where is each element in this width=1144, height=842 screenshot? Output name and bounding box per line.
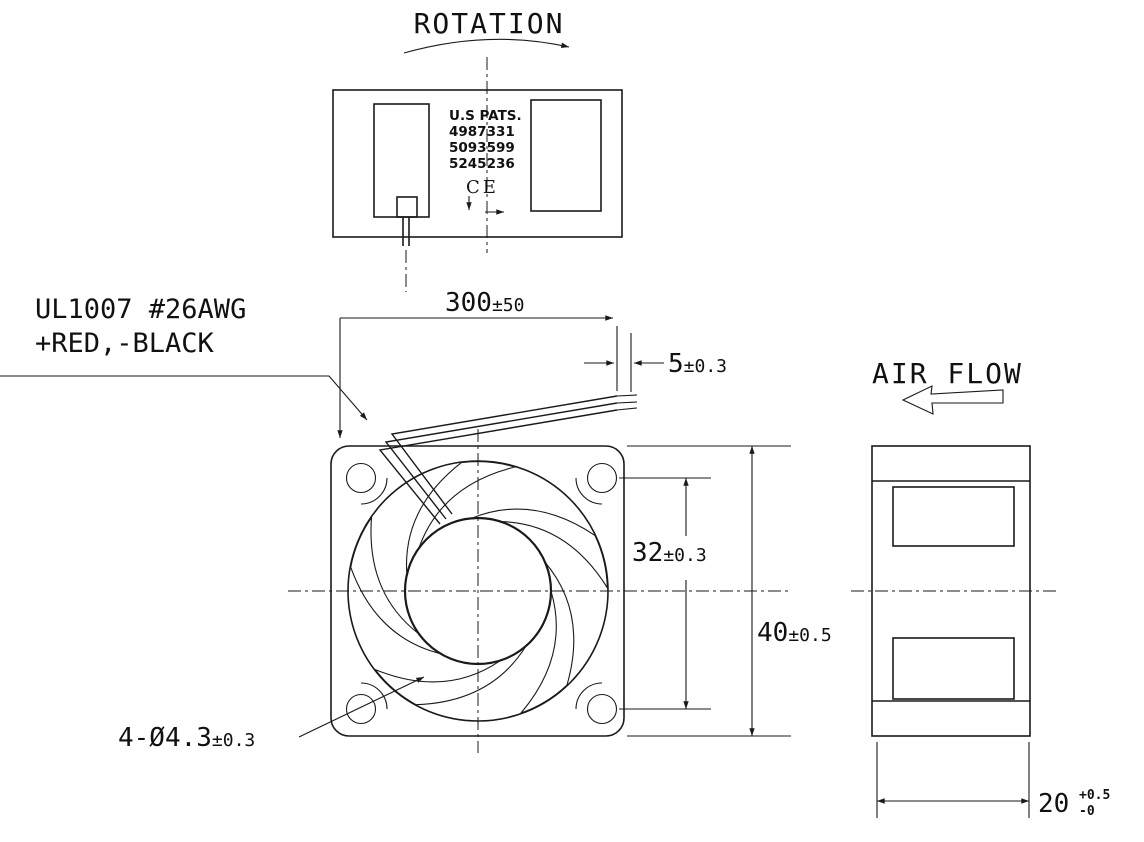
mounting-holes-leader-arrow — [298, 676, 425, 738]
air-flow-arrow-icon — [901, 385, 1004, 415]
thickness-tol-minus: -0 — [1079, 804, 1095, 819]
fan-blade — [462, 490, 625, 589]
patent-number-2: 5093599 — [449, 140, 515, 156]
rotation-direction-arrow — [403, 38, 570, 54]
mounting-holes-text: 4-Ø4.3±0.3 — [118, 723, 255, 753]
top-view-outline — [332, 89, 623, 238]
top-view-left-window — [373, 103, 430, 218]
bare-lead-3 — [616, 407, 638, 411]
strip-length-text: 5±0.3 — [668, 349, 727, 379]
lead-length-text: 300±50 — [445, 288, 524, 318]
fan-blade — [382, 435, 516, 591]
rotation-label: ROTATION — [414, 7, 565, 40]
side-view-upper-window — [892, 486, 1015, 547]
top-view: U.S PATS. 4987331 5093599 5245236 CE — [332, 57, 623, 292]
lead-wires — [378, 394, 638, 525]
ce-mark: CE — [466, 177, 499, 198]
wire-spec-leader-arrow — [0, 375, 368, 421]
lead-wire-1 — [390, 395, 618, 515]
air-flow-callout: AIR FLOW — [872, 357, 1023, 415]
mounting-hole-top-right — [586, 462, 618, 494]
corner-boss-bottom-right — [575, 682, 603, 710]
thickness-tol-plus: +0.5 — [1079, 788, 1110, 803]
dim-thickness: 20 +0.5 -0 — [876, 742, 1110, 819]
fan-blades — [328, 435, 625, 721]
top-view-right-window — [530, 99, 602, 212]
mounting-hole-bottom-left — [345, 693, 377, 725]
mounting-hole-top-left — [345, 462, 377, 494]
patent-number-1: 4987331 — [449, 124, 515, 140]
dim-frame-size: 40±0.5 — [627, 445, 832, 737]
bare-lead-2 — [616, 401, 638, 404]
mounting-hole-bottom-right — [586, 693, 618, 725]
thickness-text: 20 — [1038, 789, 1069, 819]
corner-boss-bottom-left — [360, 682, 388, 710]
lead-wire-2 — [384, 402, 618, 520]
side-view — [851, 445, 1059, 737]
hole-pitch-text: 32±0.3 — [632, 538, 707, 568]
front-view — [288, 429, 792, 753]
side-view-lower-window — [892, 637, 1015, 700]
wire-exit-block — [396, 196, 418, 218]
dim-hole-pitch: 32±0.3 — [619, 477, 711, 710]
patent-number-3: 5245236 — [449, 156, 515, 172]
fan-blade — [519, 560, 575, 715]
fan-blade — [374, 622, 537, 721]
mounting-holes-callout: 4-Ø4.3±0.3 — [118, 676, 425, 753]
bare-lead-1 — [616, 394, 638, 397]
lead-wire-3 — [378, 409, 618, 525]
corner-boss-top-left — [360, 477, 388, 505]
patents-title: U.S PATS. — [449, 108, 522, 124]
dim-lead-length: 300±50 — [340, 288, 618, 391]
air-flow-label: AIR FLOW — [872, 357, 1023, 390]
wire-spec-line2: +RED,-BLACK — [35, 328, 215, 359]
dim-strip-length: 5±0.3 — [584, 333, 727, 392]
wire-spec-callout: UL1007 #26AWG +RED,-BLACK — [0, 294, 368, 438]
frame-size-text: 40±0.5 — [757, 618, 832, 648]
wire-spec-line1: UL1007 #26AWG — [35, 294, 246, 325]
corner-boss-top-right — [575, 477, 603, 505]
